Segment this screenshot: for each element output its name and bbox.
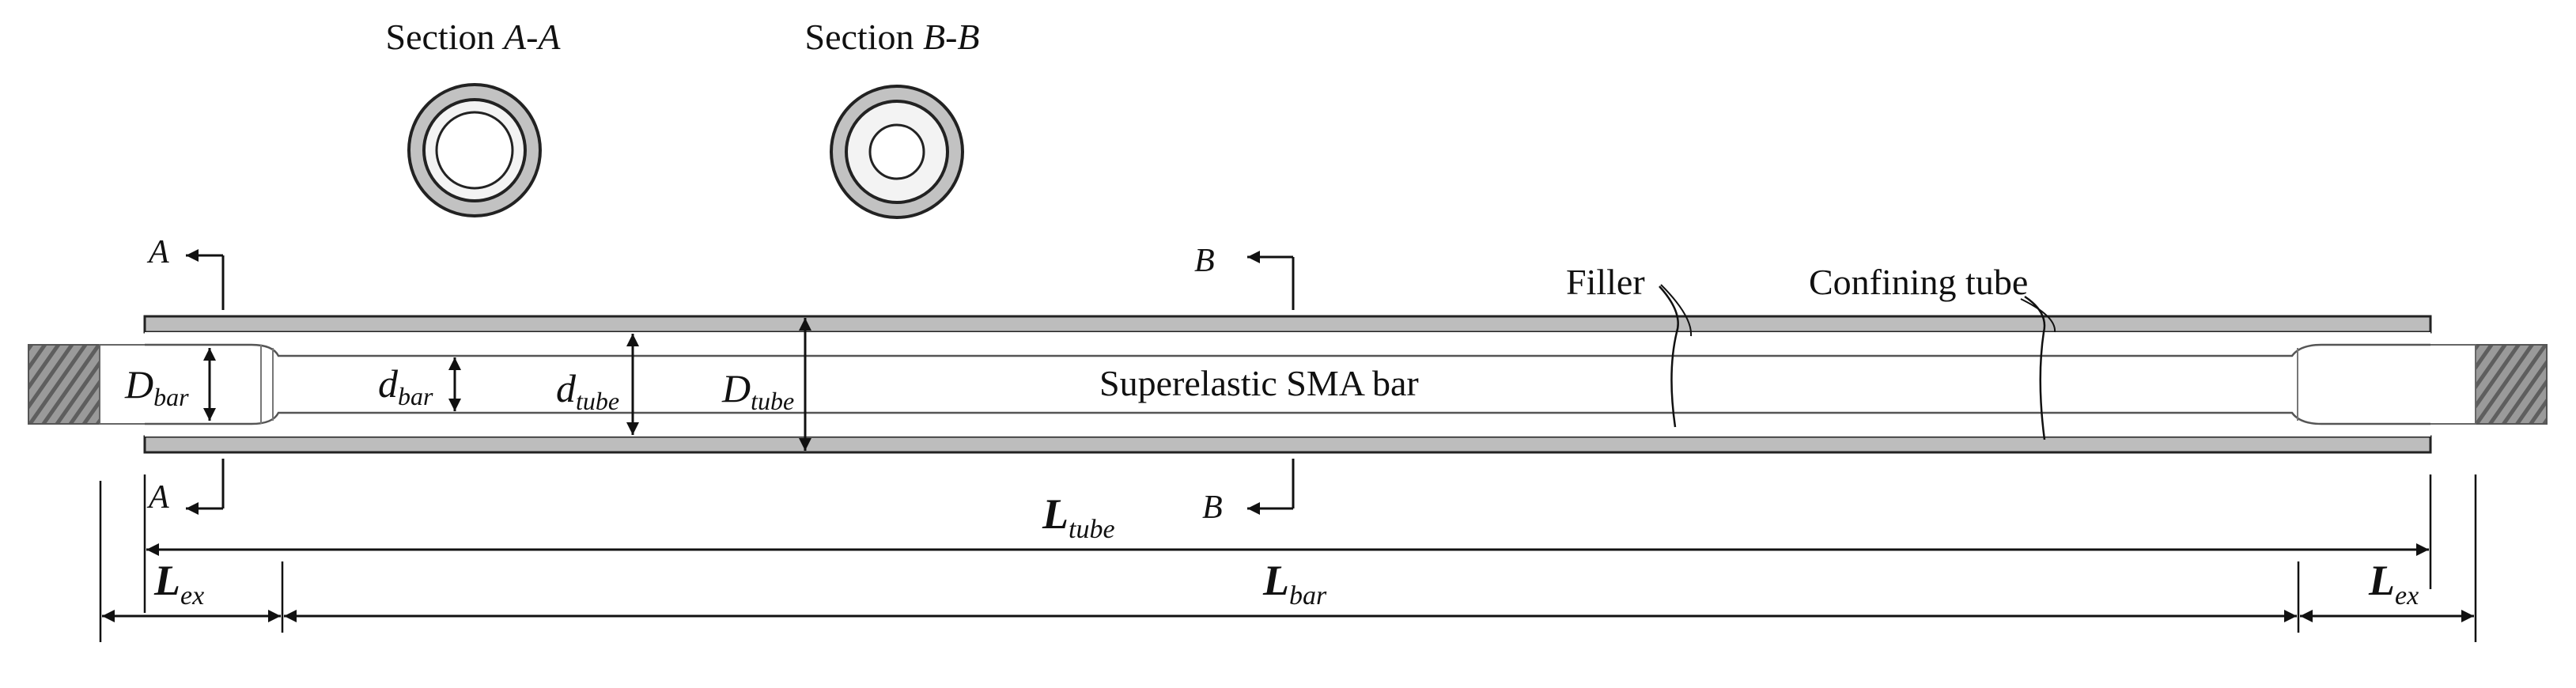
section-a-title: Section A-A xyxy=(386,17,562,57)
cut-a-top-label: A xyxy=(146,234,169,270)
section-b-b: Section B-B xyxy=(805,17,980,219)
dim-L-tube: Ltube xyxy=(146,490,2429,556)
section-b-bar-core xyxy=(868,123,925,180)
D-tube-label: Dtube xyxy=(721,366,794,415)
cut-b-top-label: B xyxy=(1194,243,1215,279)
section-a-bar-core xyxy=(435,111,514,190)
L-ex-right-label: Lex xyxy=(2368,557,2419,611)
cut-marker-a: A A xyxy=(146,234,225,516)
cut-b-bottom-label: B xyxy=(1202,490,1223,526)
cut-a-bottom-label: A xyxy=(146,479,169,516)
dim-L-ex-left: Lex xyxy=(102,557,281,622)
cut-marker-b: B B xyxy=(1194,243,1295,526)
section-a-a: Section A-A xyxy=(386,17,562,217)
filler-leader-tick xyxy=(1660,284,1693,337)
d-tube-label: dtube xyxy=(556,366,619,415)
filler-label: Filler xyxy=(1566,262,1645,302)
dim-d-tube: dtube xyxy=(556,334,639,435)
dim-L-ex-right: Lex xyxy=(2300,557,2474,622)
confining-tube-leader-tick xyxy=(2020,298,2056,333)
L-ex-left-label: Lex xyxy=(153,557,204,611)
tube-assembly xyxy=(28,315,2548,454)
tube-bottom-wall xyxy=(143,435,2432,454)
dim-D-tube: Dtube xyxy=(721,318,811,451)
filler-leader xyxy=(1659,285,1679,428)
d-bar-label: dbar xyxy=(378,361,433,410)
filler-region xyxy=(145,332,2430,437)
left-thread xyxy=(28,344,102,425)
L-bar-label: Lbar xyxy=(1262,557,1327,611)
tube-top-wall xyxy=(143,315,2432,334)
right-thread xyxy=(2473,344,2548,425)
confining-tube-label: Confining tube xyxy=(1809,262,2028,302)
sma-bar-label: Superelastic SMA bar xyxy=(1099,363,1419,403)
L-tube-label: Ltube xyxy=(1042,490,1115,544)
dim-d-bar: dbar xyxy=(378,357,461,411)
D-bar-label: Dbar xyxy=(124,362,189,411)
right-bar-extension xyxy=(2427,344,2476,425)
dim-D-bar: Dbar xyxy=(124,348,216,421)
section-b-title: Section B-B xyxy=(805,17,980,57)
dim-L-bar: Lbar xyxy=(284,557,2297,622)
left-bar-extension xyxy=(99,344,149,425)
